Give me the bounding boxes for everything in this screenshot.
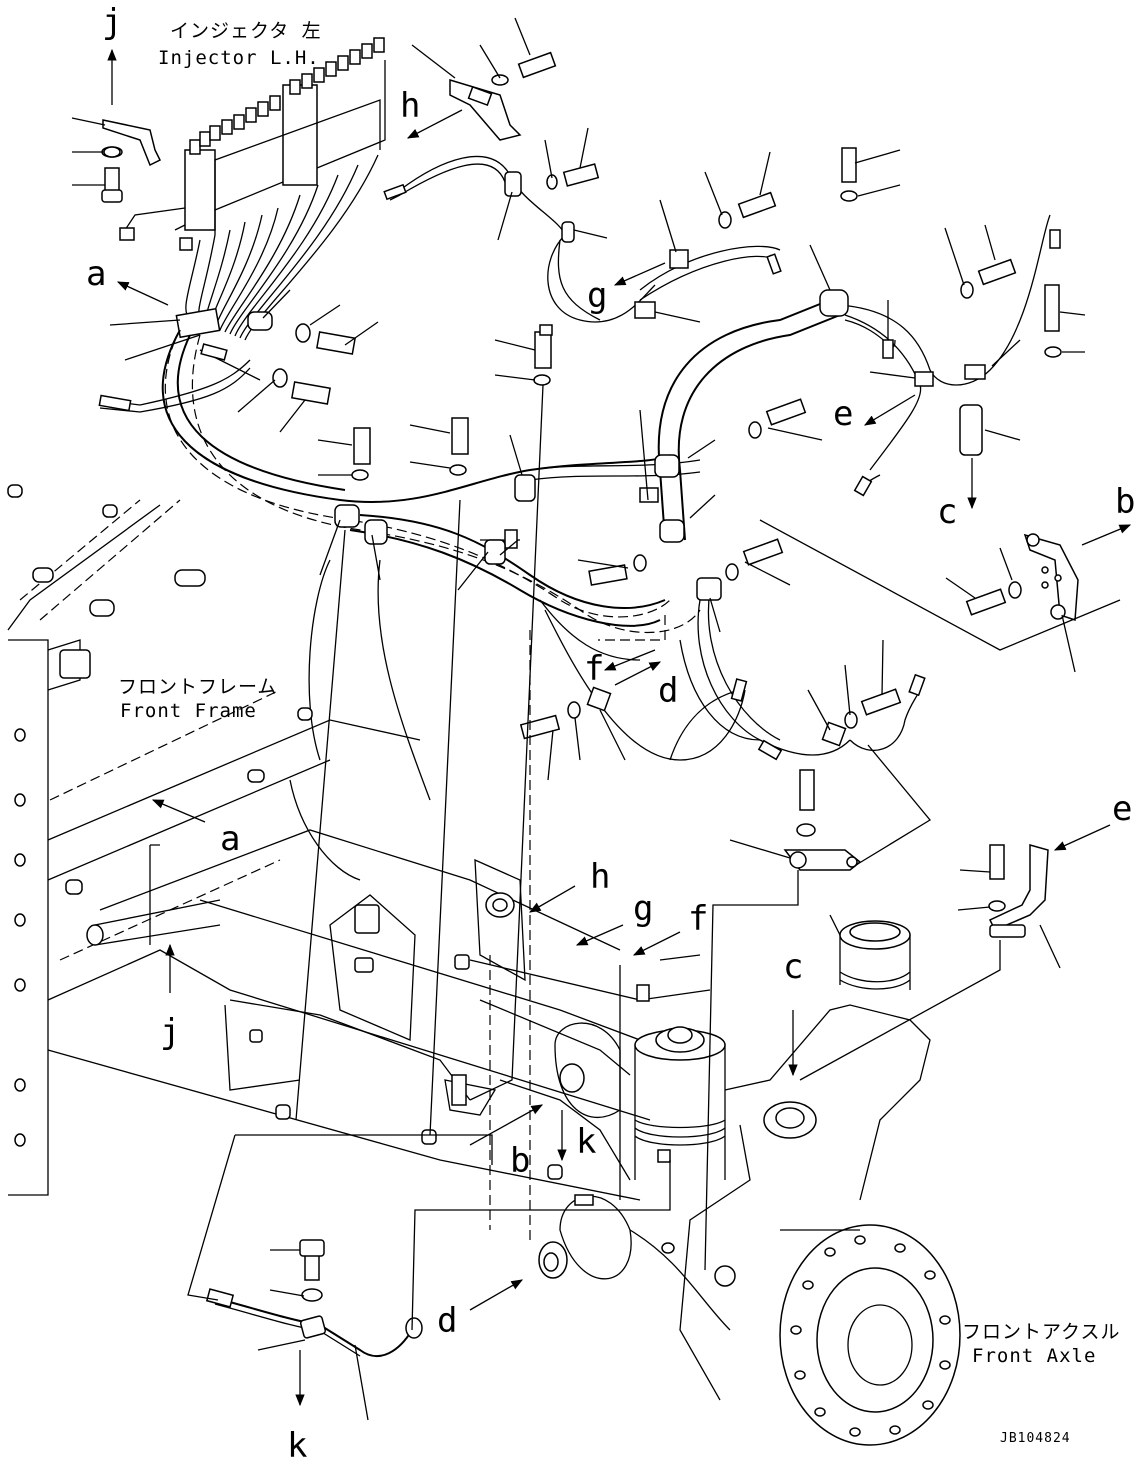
callout-c-top: c xyxy=(937,492,957,532)
callout-b-bottom: b xyxy=(510,1141,530,1181)
callout-e-top: e xyxy=(833,394,853,434)
front-axle-caption-jp: フロントアクスル xyxy=(962,1321,1120,1343)
axle-mount xyxy=(224,894,416,1091)
callout-g-top: g xyxy=(587,276,607,316)
callout-a-top: a xyxy=(86,254,106,294)
bracket-b xyxy=(1023,533,1079,622)
callout-d-bottom: d xyxy=(437,1301,457,1341)
front-frame xyxy=(7,484,651,1201)
injector-caption-jp: インジェクタ 左 xyxy=(170,20,322,42)
flange-bolts xyxy=(790,1235,951,1437)
callout-b-top: b xyxy=(1115,482,1135,522)
injector-caption-en: Injector L.H. xyxy=(158,47,320,69)
frame-holes xyxy=(14,728,26,1147)
callout-g-bottom: g xyxy=(633,889,653,929)
front-frame-caption-en: Front Frame xyxy=(120,700,257,722)
injector-nozzles xyxy=(189,37,385,155)
clamps xyxy=(334,171,986,747)
callout-e-bottom: e xyxy=(1112,789,1132,829)
captions: インジェクタ 左 Injector L.H. フロントフレーム Front Fr… xyxy=(118,20,1120,1446)
frame-bosses xyxy=(7,484,563,1180)
callout-f-top: f xyxy=(584,649,604,689)
callout-h-bottom: h xyxy=(590,857,610,897)
callout-k-axle: k xyxy=(576,1122,596,1162)
clamp-plate-h xyxy=(449,78,522,141)
injector-lines xyxy=(185,154,379,341)
lube-line-k xyxy=(205,1239,423,1357)
front-axle-caption-en: Front Axle xyxy=(972,1345,1096,1367)
direction-arrows xyxy=(107,48,1132,1407)
bolts-and-washers xyxy=(103,51,1062,912)
injector-assembly xyxy=(119,37,386,341)
callout-c-bottom: c xyxy=(783,947,803,987)
cross-tube xyxy=(86,899,221,946)
front-axle xyxy=(444,914,961,1446)
callout-a-bottom: a xyxy=(220,819,240,859)
callout-letters: j a h g e c b f d a e h g f c j b k d k xyxy=(86,2,1135,1466)
callout-f-bottom: f xyxy=(688,899,708,939)
callout-j-top: j xyxy=(102,2,122,42)
leader-lines xyxy=(71,17,1086,1421)
callout-k-bottom: k xyxy=(287,1426,307,1466)
plate-link xyxy=(783,769,862,871)
reference-code: JB104824 xyxy=(1000,1431,1071,1446)
reference-lines xyxy=(149,384,1121,1331)
front-frame-caption-jp: フロントフレーム xyxy=(118,676,277,698)
callout-j-bottom: j xyxy=(160,1012,180,1052)
bracket-e xyxy=(988,844,1049,938)
hose-fittings xyxy=(98,183,1061,761)
bracket-j xyxy=(101,119,162,203)
callout-d-top: d xyxy=(658,671,678,711)
callout-h-top: h xyxy=(400,86,420,126)
pin-bracket xyxy=(454,858,526,982)
grease-hoses xyxy=(99,155,1051,761)
